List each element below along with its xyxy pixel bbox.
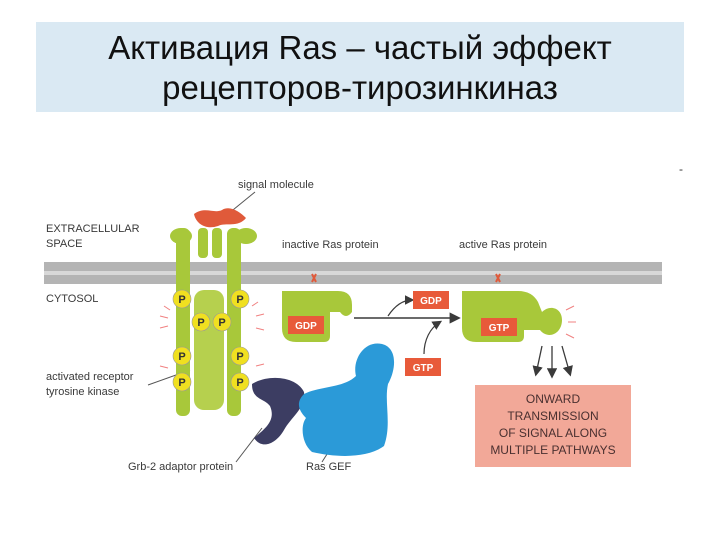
phosphate-label-1: P (178, 294, 185, 306)
phosphate-group-5: P (173, 347, 191, 365)
gtp-incoming-label: GTP (413, 363, 434, 374)
gtp-bound-label: GTP (489, 323, 510, 334)
gtp-incoming-box: GTP (405, 358, 441, 376)
grb2-adaptor-protein (252, 378, 304, 445)
onward-line-3: OF SIGNAL ALONG (499, 426, 607, 440)
extracellular-label-2: SPACE (46, 238, 82, 250)
extracellular-label-1: EXTRACELLULAR (46, 223, 140, 235)
grb2-pointer (236, 428, 262, 462)
gdp-released-box: GDP (413, 291, 449, 309)
gtp-entry-arrow (424, 322, 440, 354)
activated-receptor-label-1: activated receptor (46, 371, 134, 383)
phosphate-group-6: P (231, 347, 249, 365)
phosphate-label-7: P (178, 377, 185, 389)
phosphate-label-3: P (197, 317, 204, 329)
ras-gef-protein (299, 343, 394, 455)
active-ras-rays (566, 306, 576, 338)
ras-gef-label: Ras GEF (306, 461, 352, 473)
phosphate-label-5: P (178, 351, 185, 363)
phosphate-label-6: P (236, 351, 243, 363)
gdp-bound-label: GDP (295, 321, 317, 332)
downstream-arrows (536, 346, 570, 376)
phosphate-group-3: P (192, 313, 210, 331)
activated-receptor-label-2: tyrosine kinase (46, 386, 119, 398)
onward-line-4: MULTIPLE PATHWAYS (490, 443, 615, 457)
cytosol-label: CYTOSOL (46, 293, 98, 305)
onward-line-1: ONWARD (526, 392, 581, 406)
signal-molecule-label: signal molecule (238, 179, 314, 191)
phosphate-label-2: P (236, 294, 243, 306)
gdp-released-label: GDP (420, 296, 442, 307)
signal-molecule (194, 208, 246, 227)
plasma-membrane (44, 262, 662, 284)
phosphate-label-8: P (236, 377, 243, 389)
phosphate-group-8: P (231, 373, 249, 391)
inactive-ras-label: inactive Ras protein (282, 239, 379, 251)
active-ras-label: active Ras protein (459, 239, 547, 251)
phosphate-group-7: P (173, 373, 191, 391)
grb2-label: Grb-2 adaptor protein (128, 461, 233, 473)
phosphate-group-1: P (173, 290, 191, 308)
onward-transmission-box: ONWARD TRANSMISSION OF SIGNAL ALONG MULT… (475, 385, 631, 467)
gtp-bound-box: GTP (481, 318, 517, 336)
phosphate-label-4: P (218, 317, 225, 329)
onward-line-2: TRANSMISSION (507, 409, 598, 423)
gdp-bound-box: GDP (288, 316, 324, 334)
gdp-release-arrow (388, 300, 412, 316)
phosphate-group-2: P (231, 290, 249, 308)
phosphate-group-4: P (213, 313, 231, 331)
